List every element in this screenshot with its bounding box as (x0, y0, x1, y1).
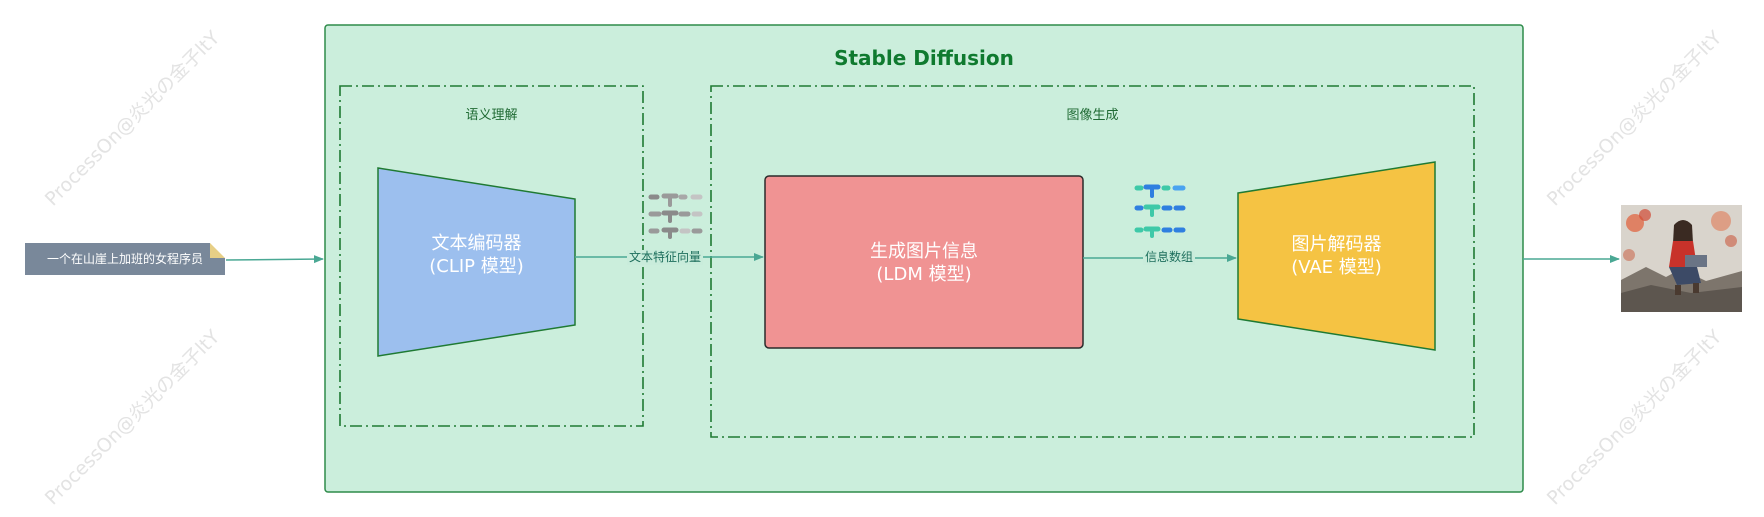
token-grid-color-icon (1134, 184, 1186, 238)
diagram-title: Stable Diffusion (834, 46, 1014, 70)
ldm-shape (764, 175, 1084, 349)
text-encoder-shape (377, 167, 576, 357)
token-grid-icon (648, 193, 703, 239)
input-prompt-note: 一个在山崖上加班的女程序员 (25, 243, 225, 275)
generated-photo-art (1621, 205, 1742, 312)
image-gen-group (710, 85, 1475, 438)
note-fold-corner (210, 243, 225, 258)
text-encoder-label: 文本编码器 (CLIP 模型) (378, 232, 575, 278)
info-array-edge-label: 信息数组 (1143, 250, 1196, 265)
vae-title: 图片解码器 (1291, 234, 1382, 255)
ldm-label: 生成图片信息 (LDM 模型) (765, 240, 1083, 286)
vae-model: (VAE 模型) (1291, 257, 1382, 278)
vae-label: 图片解码器 (VAE 模型) (1238, 233, 1435, 279)
text-encoder-title: 文本编码器 (431, 233, 522, 254)
ldm-title: 生成图片信息 (870, 241, 978, 262)
semantic-group-label: 语义理解 (465, 108, 518, 123)
input-prompt-text: 一个在山崖上加班的女程序员 (46, 252, 203, 266)
arrow-input-to-container (225, 255, 324, 264)
text-features-edge-label: 文本特征向量 (627, 250, 704, 265)
generated-photo (1621, 205, 1742, 312)
vae-shape (1237, 161, 1436, 351)
image-gen-group-label: 图像生成 (1066, 108, 1119, 123)
ldm-model: (LDM 模型) (876, 264, 972, 285)
text-encoder-model: (CLIP 模型) (429, 256, 524, 277)
